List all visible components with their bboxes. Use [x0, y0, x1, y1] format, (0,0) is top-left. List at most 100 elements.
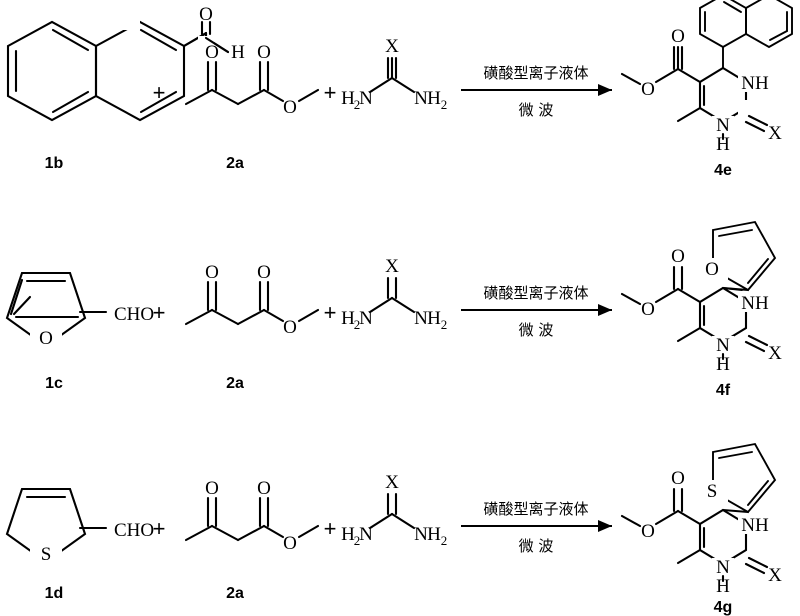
atom-label-NH-4f: NH	[741, 293, 769, 314]
atom-label-ketone-O-row1: O	[205, 42, 219, 63]
group-label-CHO-1c: CHO	[114, 304, 154, 325]
plus-sign-1-b: +	[324, 80, 337, 105]
conditions-above-row2: 磺酸型离子液体	[483, 284, 588, 302]
structure-product-4f: O NH N H X O O	[620, 220, 782, 375]
reaction-arrow-row3: 磺酸型离子液体 微 波	[461, 500, 612, 555]
conditions-above-row1: 磺酸型离子液体	[483, 64, 588, 82]
atom-label-N-4g: N	[716, 557, 730, 578]
compound-label-4e: 4e	[714, 162, 732, 179]
reaction-row-1: O O H 1b + O	[6, 0, 793, 179]
group-label-nh2-row3: N H 2	[414, 524, 447, 548]
conditions-above-row3: 磺酸型离子液体	[483, 500, 588, 518]
svg-text:H: H	[427, 88, 441, 109]
reaction-row-2: O CHO 1c + O O O 2a + X	[5, 220, 782, 399]
structure-thiophene-carbaldehyde: S CHO	[5, 487, 154, 568]
reaction-arrow-row1: 磺酸型离子液体 微 波	[461, 64, 612, 119]
atom-label-ketone-O-row3: O	[205, 478, 219, 499]
atom-label-X-4f: X	[768, 343, 782, 364]
atom-label-ester-O-row2: O	[283, 317, 297, 338]
reaction-row-3: S CHO 1d + O O O 2a + X	[5, 442, 782, 616]
svg-text:2: 2	[354, 533, 361, 548]
svg-text:H: H	[427, 308, 441, 329]
atom-label-X-urea-row3: X	[385, 472, 399, 493]
structure-product-4g: S NH N H X O O	[620, 442, 782, 597]
svg-text:N: N	[414, 88, 428, 109]
atom-label-X-urea-row2: X	[385, 256, 399, 277]
plus-sign-2-b: +	[324, 300, 337, 325]
plus-sign-2-a: +	[153, 300, 166, 325]
atom-label-H-1b: H	[231, 42, 245, 63]
atom-label-S-thiophene-1d: S	[41, 544, 52, 565]
atom-label-ester-carbonyl-O-4e: O	[671, 26, 685, 47]
atom-label-ester-carbonyl-O-4g: O	[671, 468, 685, 489]
svg-text:H: H	[716, 134, 730, 155]
atom-label-ester-O-4e: O	[641, 79, 655, 100]
group-label-nh2-row1: N H 2	[414, 88, 447, 112]
atom-label-X-4e: X	[768, 123, 782, 144]
structure-product-4e: NH N H N H X O O	[620, 0, 793, 155]
atom-label-O-furan-1c: O	[39, 328, 53, 349]
atom-label-NH-hydrogen-4f: H	[716, 354, 730, 375]
group-label-h2n-row2: H 2 N	[341, 308, 373, 332]
atom-label-ketone-O-row2: O	[205, 262, 219, 283]
atom-label-N-4f: N	[716, 335, 730, 356]
group-label-h2n-row3: H 2 N	[341, 524, 373, 548]
group-label-CHO-1d: CHO	[114, 520, 154, 541]
svg-text:H: H	[341, 308, 355, 329]
atom-label-X-4g: X	[768, 565, 782, 586]
atom-label-ester-O-4f: O	[641, 299, 655, 320]
conditions-below-row3: 微 波	[519, 537, 554, 555]
compound-label-2a-row3: 2a	[226, 585, 244, 602]
atom-label-ester-carbonyl-O-row1: O	[257, 42, 271, 63]
atom-label-ester-carbonyl-O-row3: O	[257, 478, 271, 499]
structure-methyl-acetoacetate-row2: O O O	[184, 262, 320, 338]
svg-text:N: N	[414, 524, 428, 545]
svg-text:2: 2	[441, 317, 448, 332]
group-label-nh2-row2: N H 2	[414, 308, 447, 332]
conditions-below-row2: 微 波	[519, 321, 554, 339]
svg-text:H: H	[341, 524, 355, 545]
atom-label-ester-O-4g: O	[641, 521, 655, 542]
svg-text:H: H	[427, 524, 441, 545]
structure-urea-row1: X H 2 N N H 2	[341, 36, 447, 112]
compound-label-4g: 4g	[714, 599, 733, 616]
svg-text:N: N	[414, 308, 428, 329]
compound-label-1b: 1b	[45, 155, 64, 172]
structure-furfural: O CHO	[5, 271, 154, 352]
svg-text:N: N	[359, 88, 373, 109]
atom-label-NH-hydrogen-4g: H	[716, 576, 730, 597]
svg-text:N: N	[359, 524, 373, 545]
atom-label-ester-O-row1: O	[283, 97, 297, 118]
compound-label-1c: 1c	[45, 375, 63, 392]
atom-label-S-thiophene-4g: S	[707, 481, 718, 502]
plus-sign-3-a: +	[153, 516, 166, 541]
structure-methyl-acetoacetate-row3: O O O	[184, 478, 320, 554]
compound-label-2a-row1: 2a	[226, 155, 244, 172]
atom-label-X-urea-row1: X	[385, 36, 399, 57]
structure-naphthaldehyde-cho: O H	[100, 0, 265, 70]
structure-methyl-acetoacetate-row1: O O O	[184, 42, 320, 118]
svg-text:2: 2	[441, 97, 448, 112]
compound-label-4f: 4f	[716, 382, 731, 399]
plus-sign-3-b: +	[324, 516, 337, 541]
atom-label-ester-carbonyl-O-row2: O	[257, 262, 271, 283]
structure-urea-row2: X H 2 N N H 2	[341, 256, 447, 332]
atom-label-NH-4e: NH	[741, 73, 769, 94]
atom-label-NH-4g: NH	[741, 515, 769, 536]
svg-text:N: N	[716, 115, 730, 136]
svg-text:N: N	[359, 308, 373, 329]
structure-urea-row3: X H 2 N N H 2	[341, 472, 447, 548]
plus-sign-1-a: +	[153, 80, 166, 105]
atom-label-ester-O-row3: O	[283, 533, 297, 554]
atom-label-O-1b: O	[199, 4, 213, 25]
svg-text:2: 2	[441, 533, 448, 548]
reaction-arrow-row2: 磺酸型离子液体 微 波	[461, 284, 612, 339]
compound-label-1d: 1d	[45, 585, 64, 602]
compound-label-2a-row2: 2a	[226, 375, 244, 392]
svg-text:H: H	[341, 88, 355, 109]
atom-label-ester-carbonyl-O-4f: O	[671, 246, 685, 267]
group-label-h2n-row1: H 2 N	[341, 88, 373, 112]
atom-label-O-furan-4f: O	[705, 259, 719, 280]
conditions-below-row1: 微 波	[519, 101, 554, 119]
